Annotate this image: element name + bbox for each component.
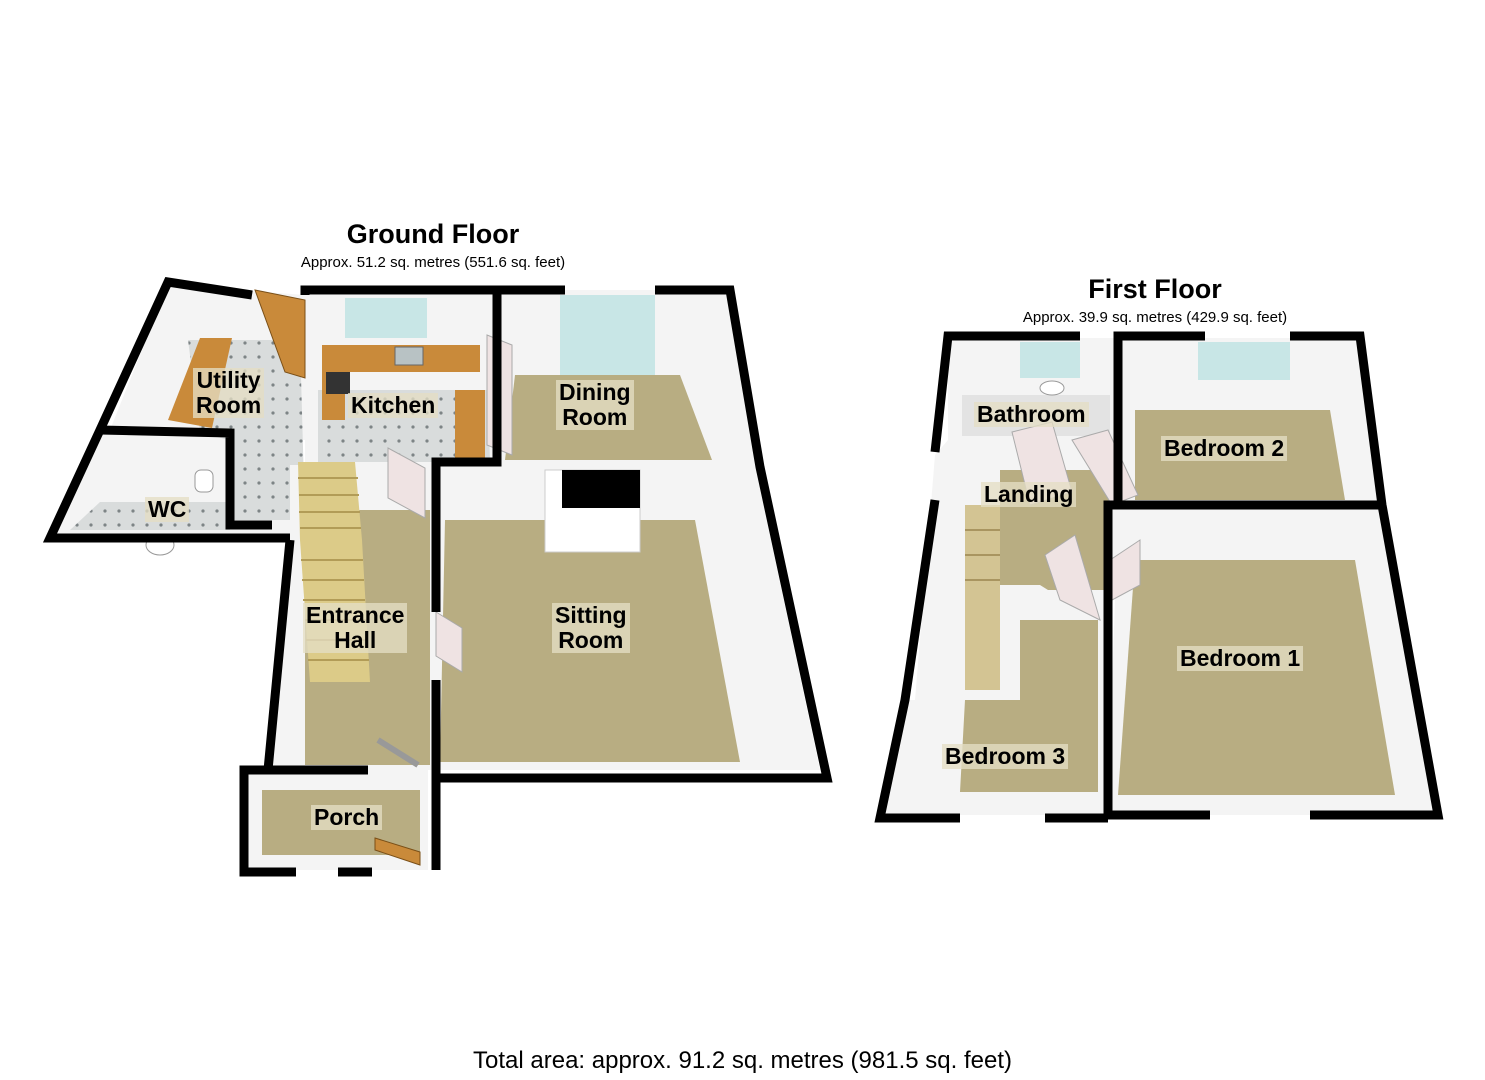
sitting-door <box>435 611 463 673</box>
kitchen-label: Kitchen <box>348 393 439 418</box>
porch-door <box>374 837 421 866</box>
ground-floor-title: Ground Floor <box>346 219 520 249</box>
first-stairs <box>965 505 1000 690</box>
first-floor-area: Approx. 39.9 sq. metres (429.9 sq. feet) <box>1022 309 1288 326</box>
wc-basin-icon <box>194 469 214 493</box>
hall-porch-door <box>376 737 420 768</box>
wc-label: WC <box>145 497 190 522</box>
bathroom-basin-icon <box>1039 380 1065 396</box>
kitchen-hall-door <box>387 447 426 519</box>
bathroom-window <box>1020 342 1080 378</box>
bathroom-label: Bathroom <box>974 402 1089 427</box>
hob-icon <box>326 372 350 394</box>
fireplace <box>562 470 640 508</box>
first-floor-title: First Floor <box>1088 274 1222 304</box>
landing-label: Landing <box>981 482 1077 507</box>
ground-floor-area: Approx. 51.2 sq. metres (551.6 sq. feet) <box>300 254 566 271</box>
porch-label: Porch <box>311 805 383 830</box>
bedroom-1-floor <box>1118 560 1395 795</box>
bedroom-1-label: Bedroom 1 <box>1177 646 1304 671</box>
kitchen-worktop-right <box>455 390 485 460</box>
bedroom-2-label: Bedroom 2 <box>1161 436 1288 461</box>
dining-window <box>560 295 655 375</box>
bedroom-3-label: Bedroom 3 <box>942 744 1069 769</box>
utility-back-door <box>254 289 306 379</box>
total-area: Total area: approx. 91.2 sq. metres (981… <box>473 1047 1012 1074</box>
kitchen-window <box>345 298 427 338</box>
ground-floor-plan <box>42 277 833 877</box>
bedroom-3-door <box>1044 534 1101 621</box>
bedroom-2-window <box>1198 342 1290 380</box>
kitchen-sink-icon <box>394 346 424 366</box>
